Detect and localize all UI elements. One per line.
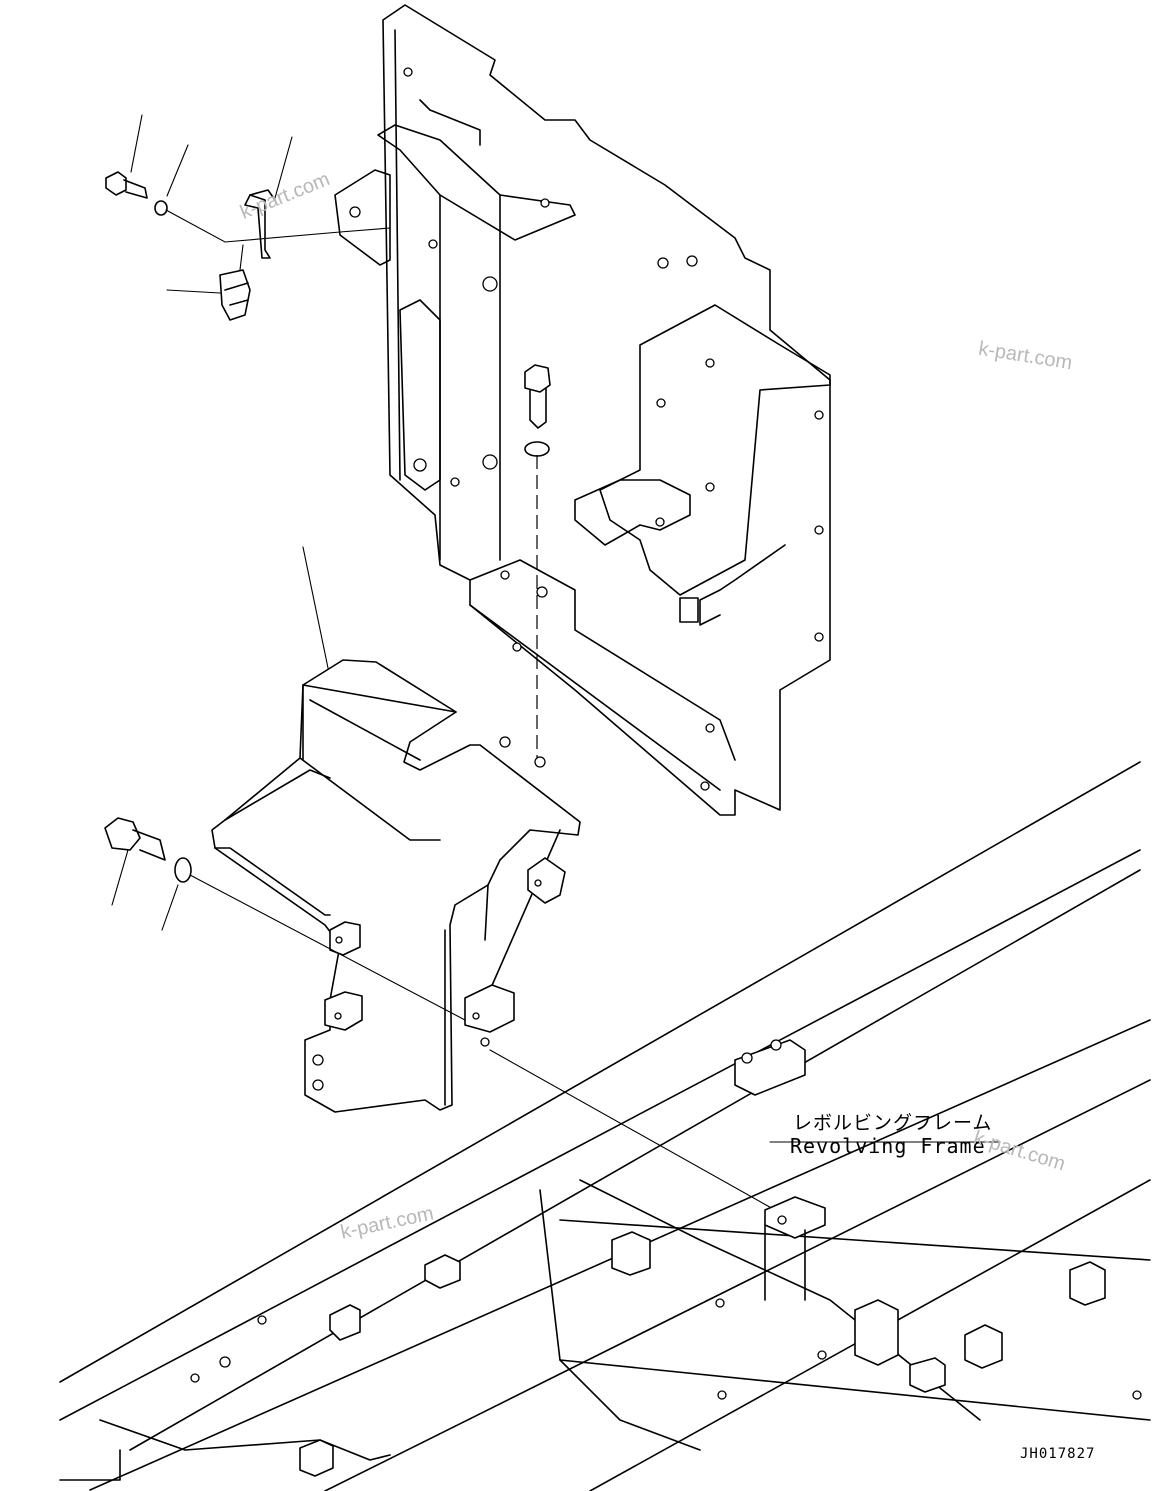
revolving-frame	[59, 761, 1151, 1491]
center-bolt	[524, 364, 551, 760]
frame-label-japanese: レボルビングフレーム	[793, 1112, 993, 1134]
clamp-assembly	[105, 114, 391, 321]
bracket	[211, 546, 581, 1113]
frame-label-english: Revolving Frame	[790, 1134, 986, 1158]
lower-bolt	[104, 817, 776, 1211]
upper-panel	[334, 4, 831, 816]
drawing-id: JH017827	[1020, 1446, 1096, 1462]
